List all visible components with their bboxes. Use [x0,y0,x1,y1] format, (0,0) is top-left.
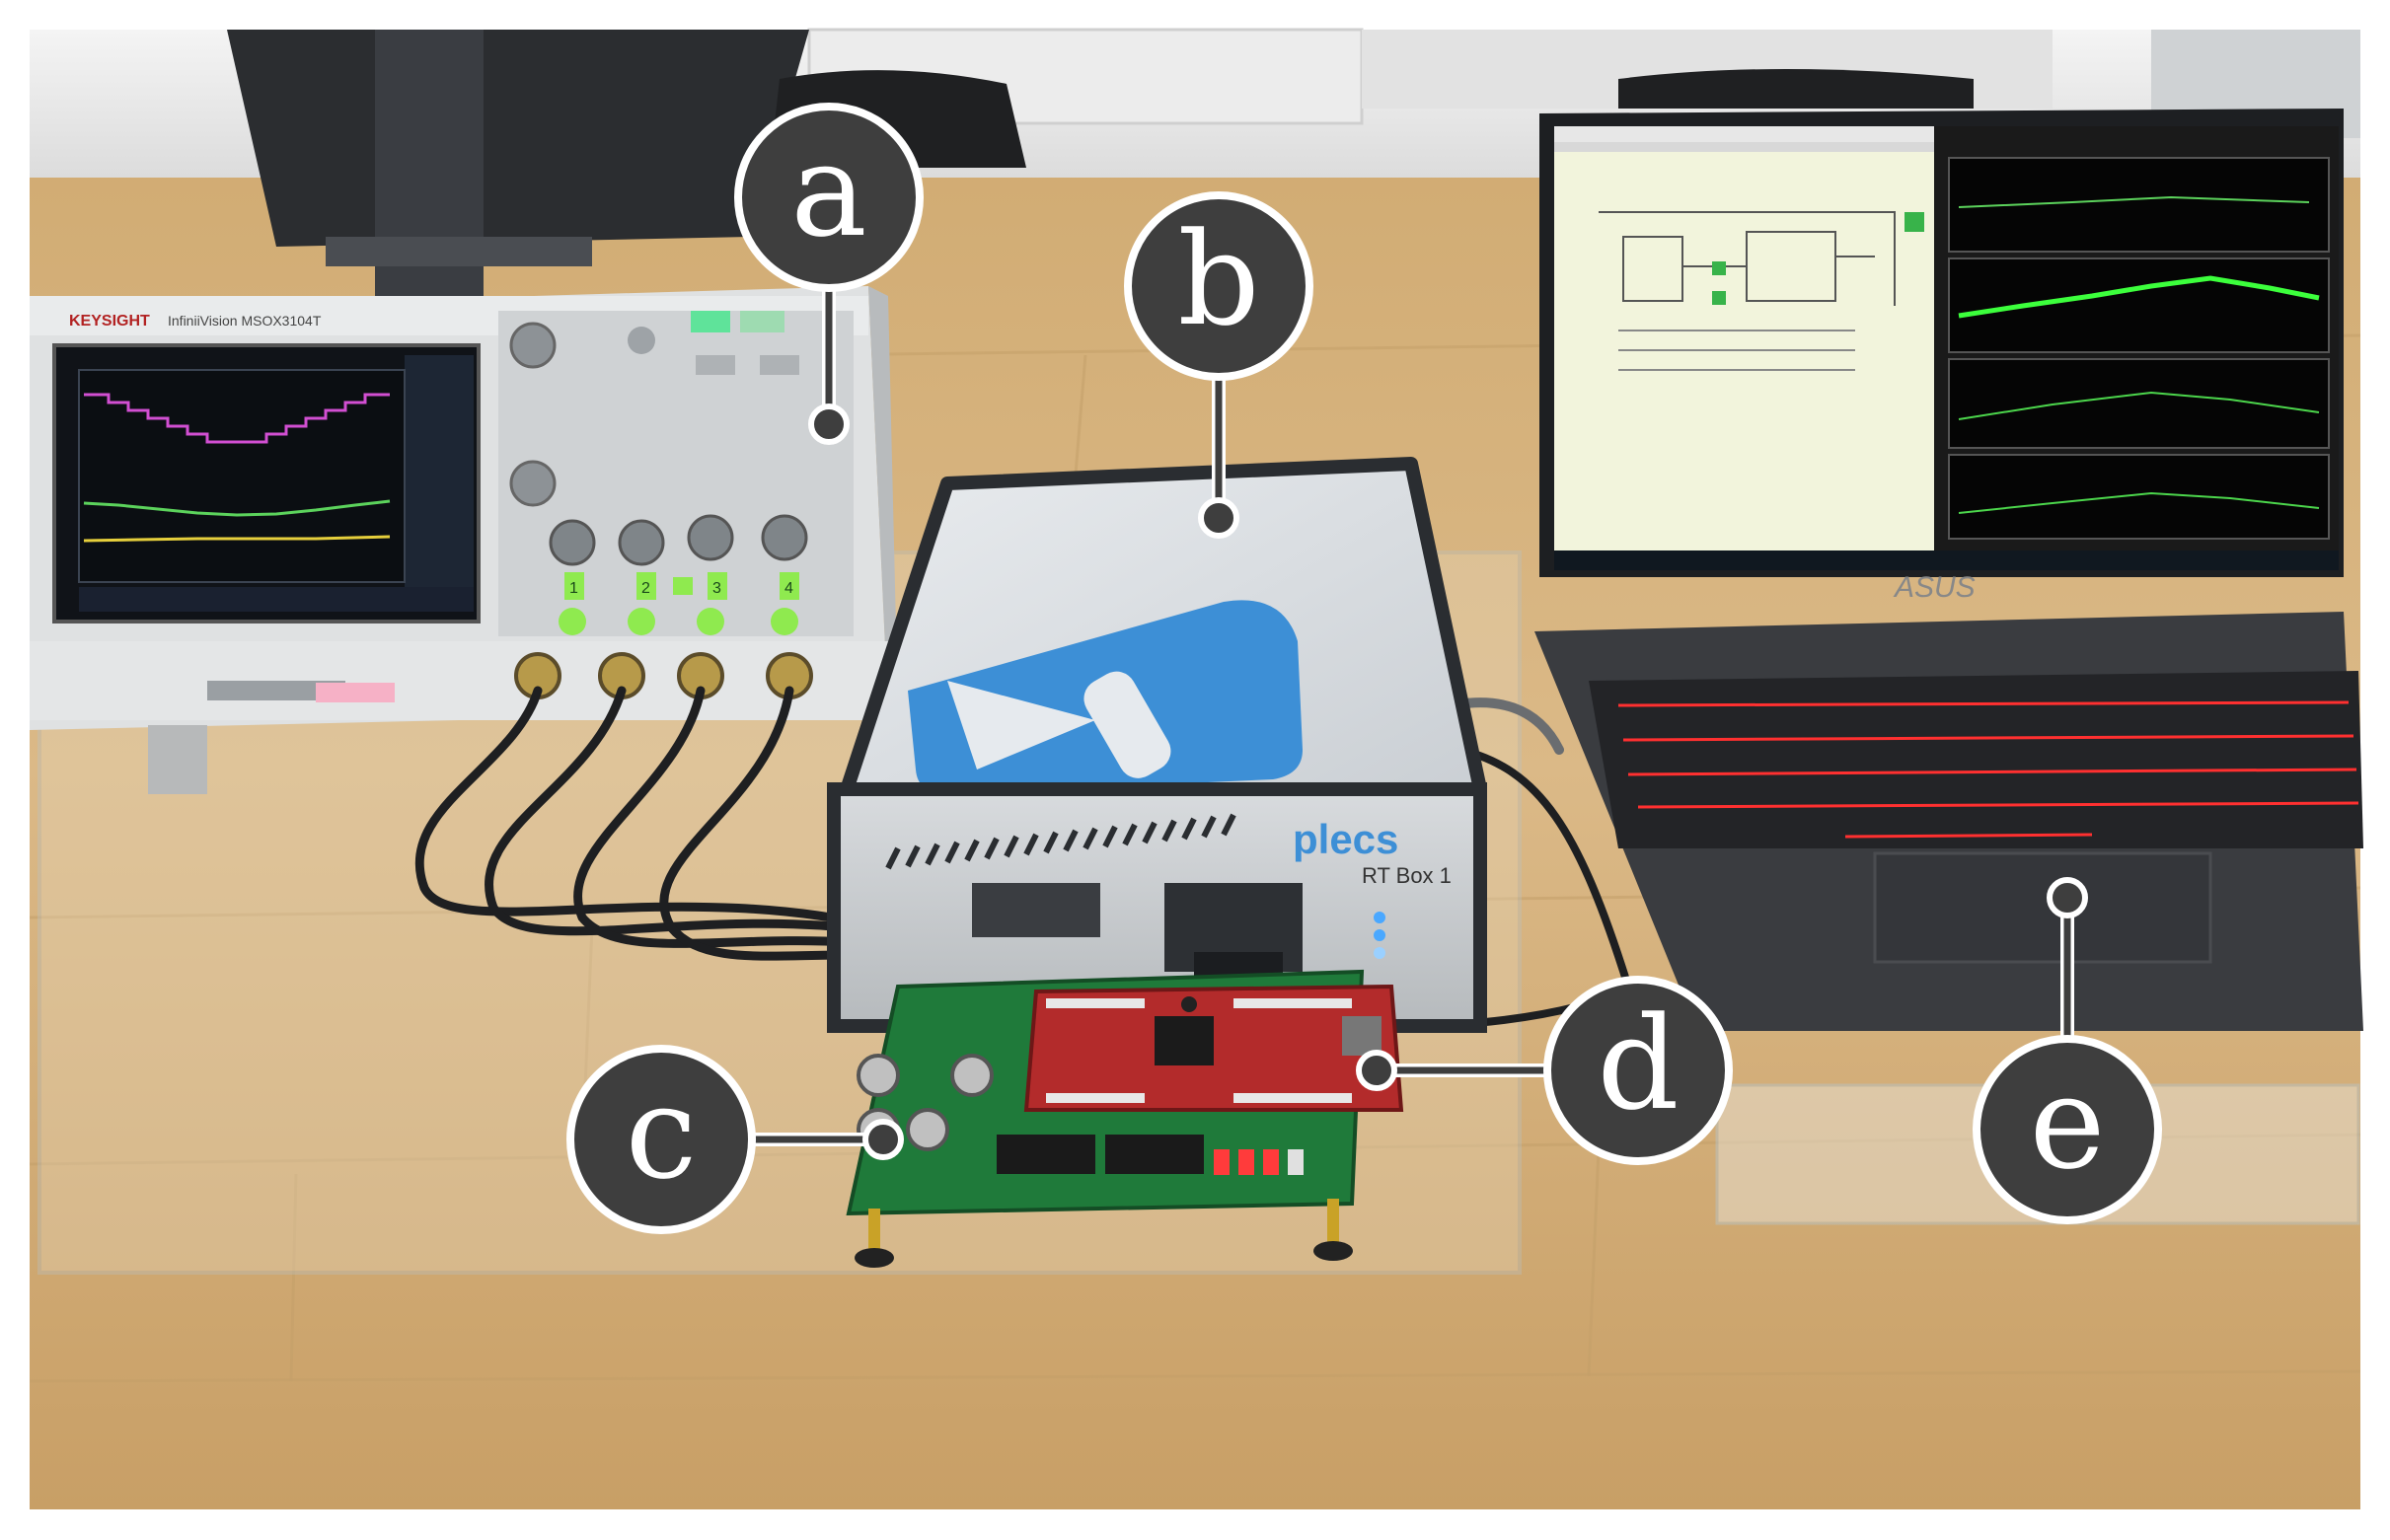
laptop-keyboard [1617,700,2359,839]
callout-a-text: a [790,115,867,265]
background-monitor [227,30,1974,326]
callout-e: e [1973,1035,2162,1224]
laptop-brand: ASUS [1893,571,1976,604]
oscilloscope-brand: KEYSIGHT [69,313,150,330]
channel-2-label: 2 [641,580,650,597]
callout-dots [808,403,2088,1160]
callout-d-text: d [1597,989,1679,1138]
callout-b: b [1124,191,1313,381]
rtbox-model: RT Box 1 [1362,863,1452,888]
channel-1-label: 1 [569,580,578,597]
oscilloscope: KEYSIGHT InfiniiVision MSOX3104T [30,286,898,794]
oscilloscope-model: InfiniiVision MSOX3104T [168,313,322,329]
callout-a: a [734,103,924,292]
scope-trace-yellow [83,535,391,543]
oscilloscope-screen [52,343,481,623]
scope-trace-green [83,499,391,517]
callout-e-text: e [2030,1048,2106,1198]
callout-c-text: c [626,1058,698,1208]
callout-d: d [1543,976,1733,1165]
channel-4-label: 4 [784,580,793,597]
callout-c: c [566,1045,756,1234]
rtbox-brand: plecs [1293,816,1398,862]
laptop-screen [1554,126,2339,570]
plecs-rt-box: plecs RT Box 1 [827,457,1487,1033]
channel-3-label: 3 [712,580,721,597]
oscilloscope-controls: 1 2 3 4 [498,311,854,636]
scope-trace-magenta [84,393,390,444]
launchpad-board [1023,984,1404,1112]
laptop: ASUS [1534,109,2363,1031]
callout-b-text: b [1177,204,1259,354]
